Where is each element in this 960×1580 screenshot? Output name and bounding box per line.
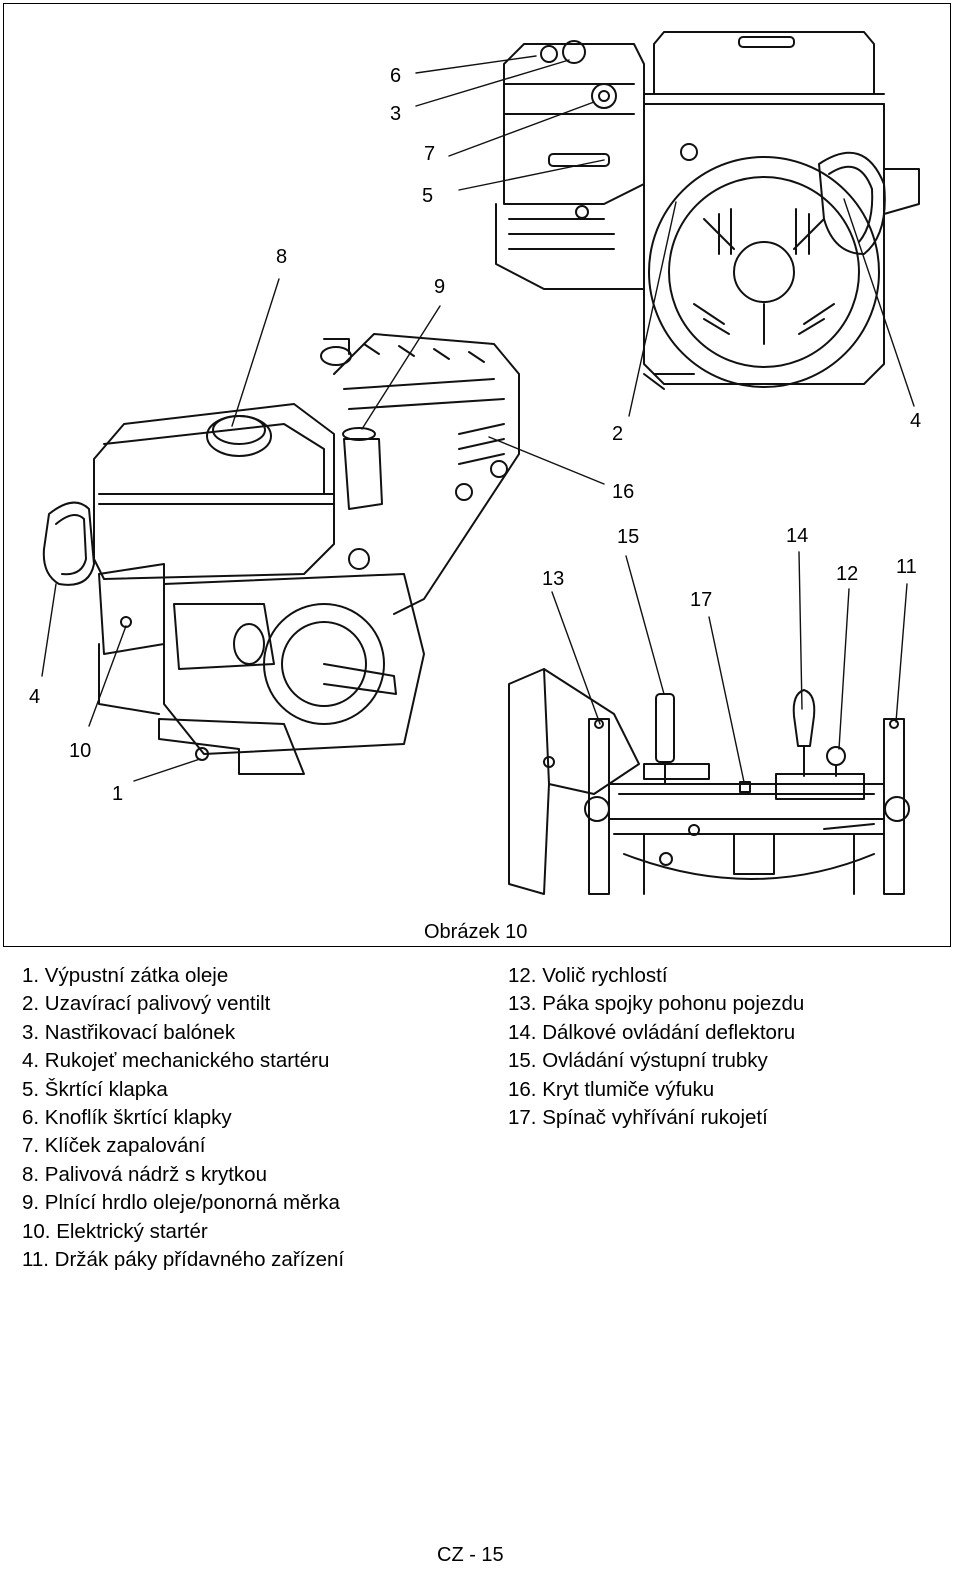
legend-item: 14. Dálkové ovládání deflektoru [508, 1020, 796, 1044]
legend-item: 17. Spínač vyhřívání rukojetí [508, 1105, 768, 1129]
legend-item: 1. Výpustní zátka oleje [22, 964, 229, 987]
callout-5: 5 [422, 185, 434, 207]
figure-caption: Obrázek 10 [424, 921, 528, 943]
callout-3: 3 [390, 103, 402, 125]
callout-2: 2 [612, 423, 624, 445]
callout-4-top: 4 [910, 410, 922, 432]
engine-illustration [41, 31, 920, 895]
callout-6: 6 [390, 65, 402, 87]
callout-15: 15 [617, 526, 640, 548]
engine-front-view [42, 333, 520, 775]
callout-17: 17 [690, 589, 713, 611]
legend-item: 9. Plnící hrdlo oleje/ponorná měrka [22, 1191, 340, 1215]
callout-8: 8 [276, 246, 288, 268]
legend-item: 15. Ovládání výstupní trubky [508, 1049, 768, 1073]
legend-list-right: 12. Volič rychlostí 13. Páka spojky poho… [508, 962, 804, 1132]
control-panel-view [508, 668, 910, 895]
legend-item: 4. Rukojeť mechanického startéru [22, 1049, 330, 1073]
callout-11: 11 [896, 556, 917, 578]
legend-item: 11. Držák páky přídavného zařízení [22, 1247, 345, 1271]
callout-10: 10 [69, 740, 92, 762]
callout-13: 13 [542, 568, 565, 590]
legend-item: 6. Knoflík škrtící klapky [22, 1105, 232, 1129]
legend-item: 12. Volič rychlostí [508, 964, 668, 987]
callout-16: 16 [612, 481, 635, 503]
legend-item: 3. Nastřikovací balónek [22, 1020, 236, 1044]
legend-item: 2. Uzavírací palivový ventilt [22, 992, 271, 1016]
callout-1: 1 [112, 783, 124, 805]
callout-9: 9 [434, 276, 446, 298]
leader-lines [41, 55, 915, 783]
callout-7: 7 [424, 143, 436, 165]
callout-4-left: 4 [29, 686, 41, 708]
page-number: CZ - 15 [437, 1544, 504, 1566]
legend-item: 10. Elektrický startér [22, 1219, 208, 1243]
callout-12: 12 [836, 563, 859, 585]
engine-side-view [495, 31, 920, 390]
legend-list-left: 1. Výpustní zátka oleje 2. Uzavírací pal… [22, 962, 344, 1274]
legend-item: 8. Palivová nádrž s krytkou [22, 1162, 267, 1186]
legend-item: 5. Škrtící klapka [22, 1077, 168, 1101]
callout-14: 14 [786, 525, 809, 547]
figure-frame: 6 3 7 5 8 9 2 4 16 15 14 13 12 11 17 4 1… [3, 3, 951, 947]
legend-item: 7. Klíček zapalování [22, 1134, 206, 1158]
legend-item: 13. Páka spojky pohonu pojezdu [508, 992, 805, 1016]
legend-item: 16. Kryt tlumiče výfuku [508, 1077, 715, 1101]
